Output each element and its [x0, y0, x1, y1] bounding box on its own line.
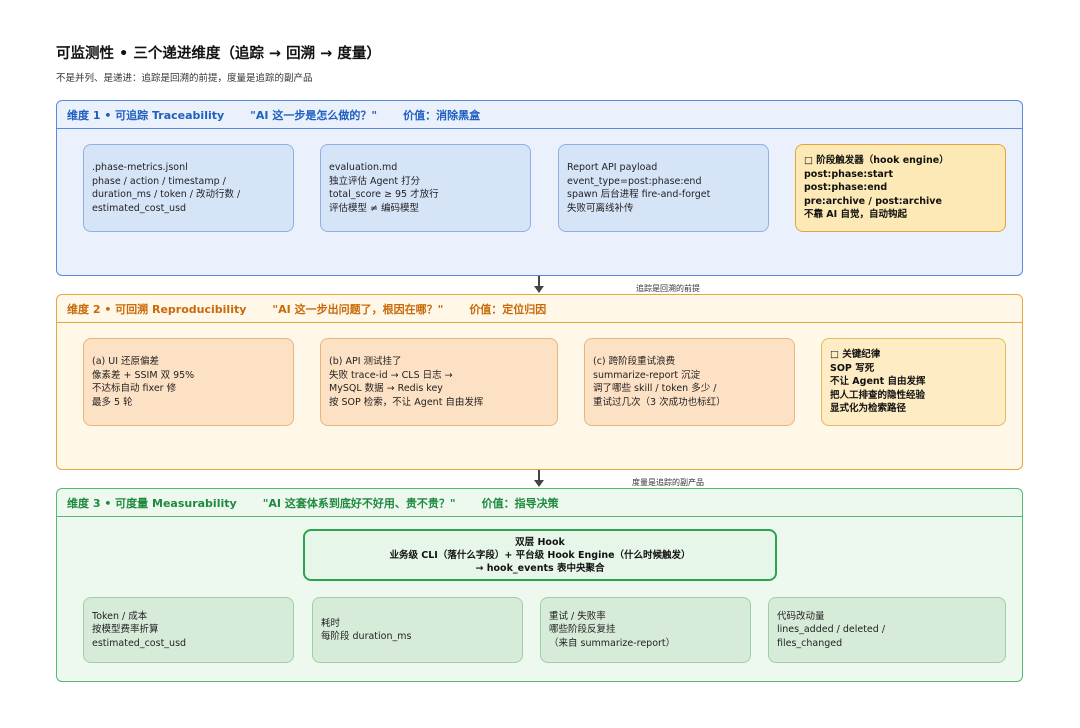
dimension-2-value: 价值：定位归因 — [469, 302, 547, 316]
box-line: lines_added / deleted / — [777, 624, 886, 636]
api-test-box: (b) API 测试挂了 失败 trace-id → CLS 日志 → MySQ… — [320, 338, 558, 426]
box-line: 重试 / 失败率 — [549, 610, 606, 622]
box-line: 按 SOP 检索，不让 Agent 自由发挥 — [329, 396, 484, 408]
dimension-3-value: 价值：指导决策 — [481, 496, 559, 510]
box-line: 代码改动量 — [777, 610, 825, 622]
box-line: 独立评估 Agent 打分 — [329, 175, 421, 187]
code-change-box: 代码改动量 lines_added / deleted / files_chan… — [768, 597, 1006, 663]
box-line: 不达标自动 fixer 修 — [92, 383, 177, 394]
dimension-3-question: "AI 这套体系到底好不好用、贵不贵？" — [262, 496, 456, 510]
box-line: SOP 写死 — [830, 362, 875, 374]
box-line: 显式化为检索路径 — [830, 403, 907, 415]
box-line: 重试过几次（3 次成功也标红） — [593, 396, 726, 408]
box-line: .phase-metrics.jsonl — [92, 162, 188, 173]
box-line: 像素差 + SSIM 双 95% — [92, 369, 195, 381]
box-line: spawn 后台进程 fire-and-forget — [567, 189, 711, 200]
dimension-2-name: 维度 2 • 可回溯 Reproducibility — [67, 302, 247, 316]
box-line: estimated_cost_usd — [92, 202, 187, 214]
box-line: phase / action / timestamp / — [92, 175, 226, 187]
page-title: 可监测性 • 三个递进维度（追踪 → 回溯 → 度量） — [56, 46, 381, 62]
box-line: 最多 5 轮 — [92, 396, 133, 408]
box-line: □ 关键纪律 — [830, 349, 881, 361]
arrow-1-line — [538, 276, 540, 287]
arrow-2-head — [534, 480, 544, 487]
box-line: 不靠 AI 自觉，自动钩起 — [804, 209, 908, 221]
box-line: MySQL 数据 → Redis key — [329, 383, 443, 394]
box-line: (a) UI 还原偏差 — [92, 356, 160, 367]
page-subtitle: 不是并列、是递进：追踪是回溯的前提，度量是追踪的副产品 — [56, 73, 313, 84]
box-line: Report API payload — [567, 162, 658, 173]
retry-failure-box: 重试 / 失败率 哪些阶段反复挂 （来自 summarize-report） — [540, 597, 751, 663]
box-line: □ 阶段触发器（hook engine） — [804, 155, 949, 167]
dimension-2-header: 维度 2 • 可回溯 Reproducibility "AI 这一步出问题了，根… — [57, 295, 1022, 323]
box-line: 业务级 CLI（落什么字段）+ 平台级 Hook Engine（什么时候触发） — [389, 549, 691, 561]
key-discipline-box: □ 关键纪律 SOP 写死 不让 Agent 自由发挥 把人工排查的隐性经验 显… — [821, 338, 1006, 426]
box-line: （来自 summarize-report） — [549, 637, 676, 649]
box-line: post:phase:end — [804, 182, 888, 194]
box-line: summarize-report 沉淀 — [593, 369, 701, 381]
box-line: 调了哪些 skill / token 多少 / — [593, 383, 717, 394]
arrow-2-label: 度量是追踪的副产品 — [632, 478, 704, 487]
dimension-1-header: 维度 1 • 可追踪 Traceability "AI 这一步是怎么做的？" 价… — [57, 101, 1022, 129]
box-line: 不让 Agent 自由发挥 — [830, 376, 926, 388]
box-line: 评估模型 ≠ 编码模型 — [329, 202, 419, 214]
dimension-3-header: 维度 3 • 可度量 Measurability "AI 这套体系到底好不好用、… — [57, 489, 1022, 517]
box-line: 失败 trace-id → CLS 日志 → — [329, 369, 453, 381]
box-line: 哪些阶段反复挂 — [549, 624, 616, 636]
box-line: 按模型费率折算 — [92, 624, 159, 636]
box-line: post:phase:start — [804, 168, 894, 180]
evaluation-box: evaluation.md 独立评估 Agent 打分 total_score … — [320, 144, 531, 232]
token-cost-box: Token / 成本 按模型费率折算 estimated_cost_usd — [83, 597, 294, 663]
box-line: files_changed — [777, 637, 843, 649]
box-line: 耗时 — [321, 617, 341, 629]
ui-deviation-box: (a) UI 还原偏差 像素差 + SSIM 双 95% 不达标自动 fixer… — [83, 338, 294, 426]
phase-metrics-box: .phase-metrics.jsonl phase / action / ti… — [83, 144, 294, 232]
arrow-2-line — [538, 470, 540, 481]
box-line: Token / 成本 — [92, 610, 148, 622]
arrow-1-label: 追踪是回溯的前提 — [636, 284, 700, 293]
duration-box: 耗时 每阶段 duration_ms — [312, 597, 523, 663]
dimension-1-name: 维度 1 • 可追踪 Traceability — [67, 108, 225, 122]
hook-engine-box: □ 阶段触发器（hook engine） post:phase:start po… — [795, 144, 1006, 232]
box-line: 把人工排查的隐性经验 — [830, 389, 926, 401]
dual-hook-box: 双层 Hook 业务级 CLI（落什么字段）+ 平台级 Hook Engine（… — [303, 529, 777, 581]
dimension-1-value: 价值：消除黑盒 — [403, 108, 481, 122]
dimension-3-name: 维度 3 • 可度量 Measurability — [67, 496, 237, 510]
report-api-box: Report API payload event_type=post:phase… — [558, 144, 769, 232]
dimension-2-question: "AI 这一步出问题了，根因在哪？" — [272, 302, 444, 316]
box-line: 失败可离线补传 — [567, 202, 634, 214]
box-line: (c) 跨阶段重试浪费 — [593, 356, 676, 367]
retry-waste-box: (c) 跨阶段重试浪费 summarize-report 沉淀 调了哪些 ski… — [584, 338, 795, 426]
box-line: pre:archive / post:archive — [804, 195, 942, 207]
dimension-1-question: "AI 这一步是怎么做的？" — [250, 108, 378, 122]
box-line: evaluation.md — [329, 162, 398, 173]
box-line: event_type=post:phase:end — [567, 175, 702, 187]
box-line: 每阶段 duration_ms — [321, 631, 412, 642]
box-line: estimated_cost_usd — [92, 637, 187, 649]
box-line: 双层 Hook — [515, 536, 565, 548]
box-line: duration_ms / token / 改动行数 / — [92, 189, 241, 200]
box-line: → hook_events 表中央聚合 — [475, 562, 605, 574]
arrow-1-head — [534, 286, 544, 293]
box-line: (b) API 测试挂了 — [329, 356, 402, 367]
box-line: total_score ≥ 95 才放行 — [329, 189, 439, 200]
